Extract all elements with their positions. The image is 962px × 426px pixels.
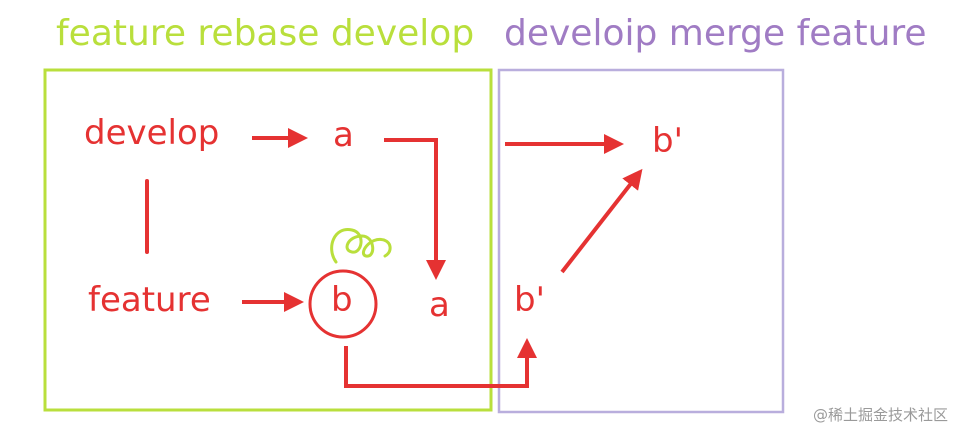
merge-group-frame (497, 68, 785, 414)
node-commit-b-prime-bottom: b' (514, 280, 545, 320)
arrow-b-prime-diagonal (560, 168, 643, 274)
node-feature: feature (88, 280, 211, 320)
arrow-a-to-a-copy (384, 138, 446, 280)
rebase-group-title: feature rebase develop (56, 13, 475, 54)
node-commit-b: b (331, 280, 353, 320)
squiggle-mark (330, 228, 392, 264)
commit-b-circle (308, 269, 378, 339)
arrow-b-to-b-prime (344, 338, 537, 388)
watermark-text: @稀土掘金技术社区 (812, 406, 948, 424)
node-commit-a-copy: a (429, 285, 450, 325)
rebase-group-frame (43, 68, 493, 412)
node-commit-b-prime-top: b' (652, 121, 683, 161)
node-commit-a: a (333, 115, 354, 155)
merge-group-title: develoip merge feature (504, 13, 927, 54)
node-develop: develop (84, 113, 220, 153)
